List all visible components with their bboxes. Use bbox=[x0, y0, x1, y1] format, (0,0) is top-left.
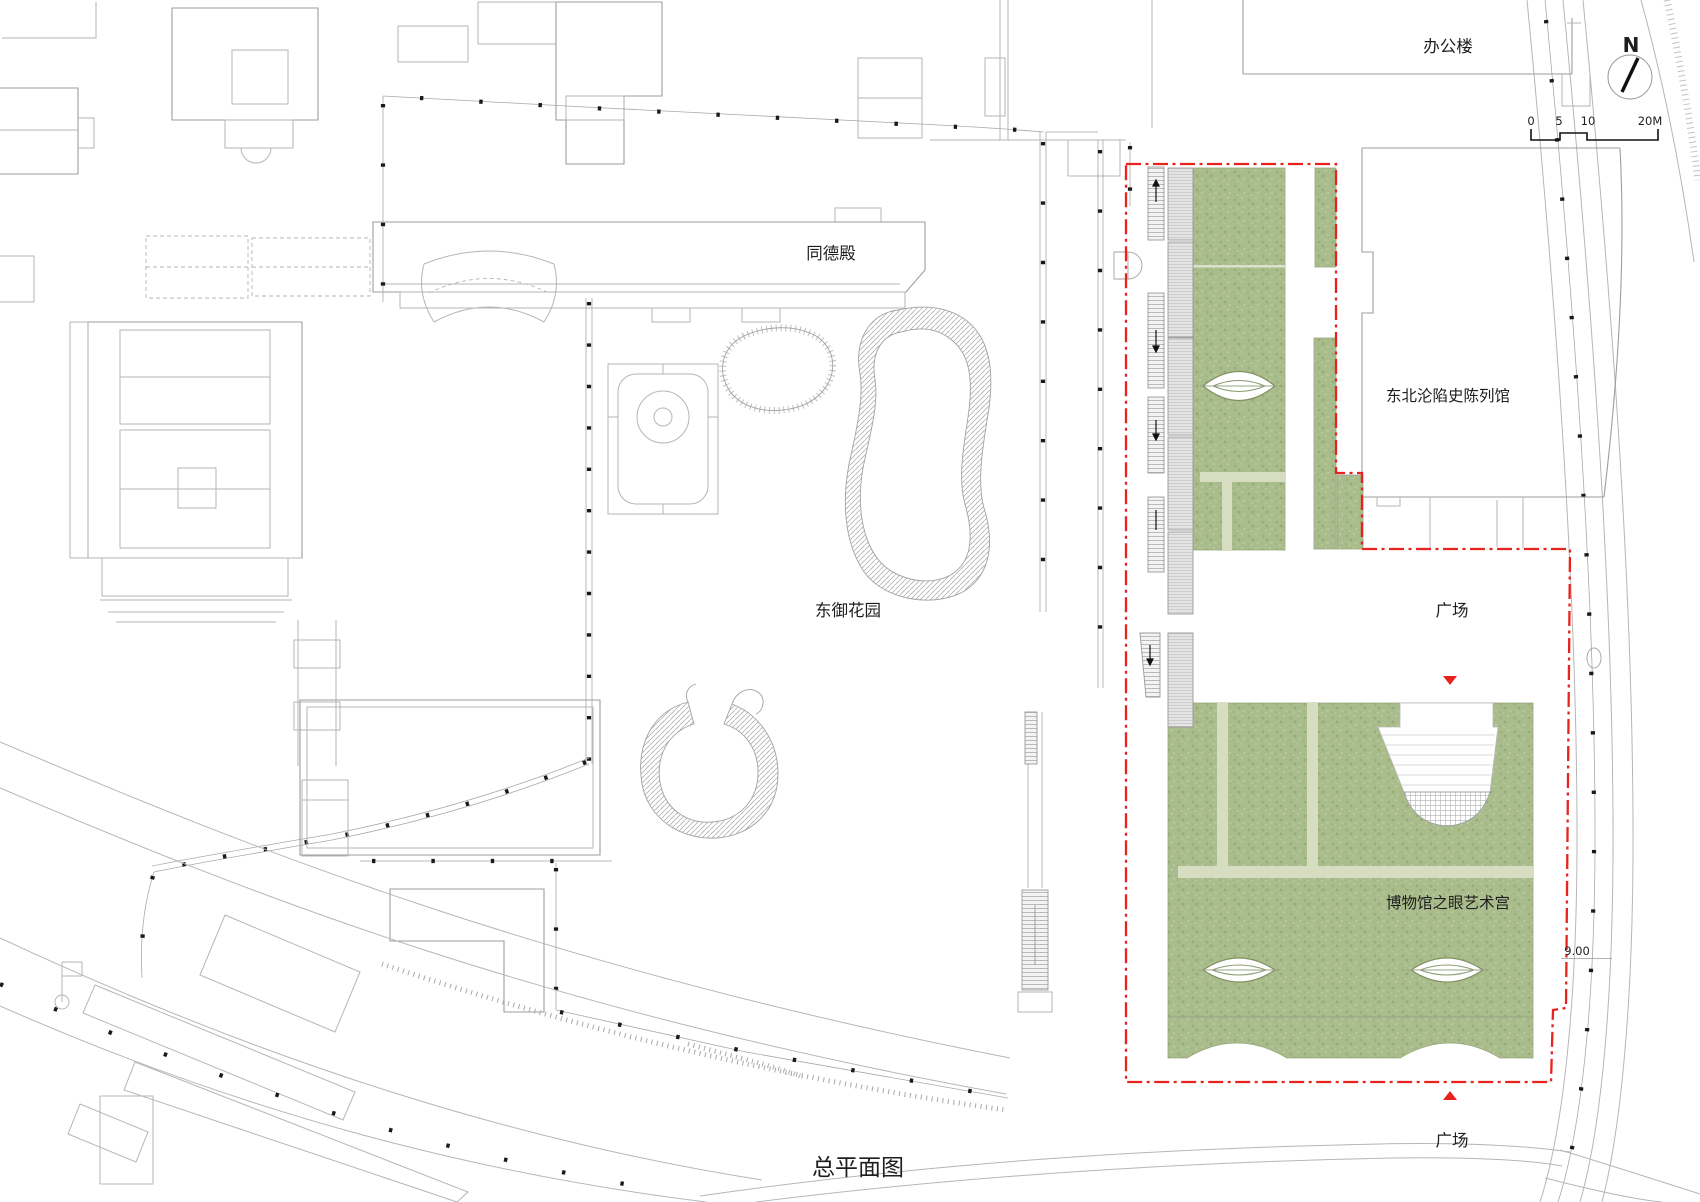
eye-skylight-southwest bbox=[1198, 957, 1280, 983]
label-plaza-south: 广场 bbox=[1436, 1131, 1469, 1150]
scale-tick-10: 10 bbox=[1581, 114, 1596, 128]
grid-fan-skylight bbox=[1403, 791, 1491, 827]
roof-path bbox=[1200, 472, 1285, 482]
label-east-imperial-garden: 东御花园 bbox=[815, 601, 881, 620]
scale-tick-5: 5 bbox=[1555, 114, 1562, 128]
plan-labels: 办公楼 同德殿 东御花园 东北沦陷史陈列馆 广场 博物馆之眼艺术宫 广场 9.0… bbox=[806, 37, 1590, 1181]
sunken-entrance bbox=[1377, 702, 1499, 827]
page-title: 总平面图 bbox=[812, 1155, 904, 1181]
scale-tick-0: 0 bbox=[1527, 114, 1534, 128]
north-arrow: N bbox=[1607, 33, 1653, 100]
exhibition-hall-outline bbox=[1361, 147, 1623, 549]
north-letter: N bbox=[1623, 33, 1640, 57]
entry-arrow-up bbox=[1443, 1091, 1457, 1100]
office-building-outline bbox=[1242, 0, 1591, 107]
label-office-building: 办公楼 bbox=[1423, 37, 1473, 56]
scale-tick-20m: 20M bbox=[1638, 114, 1663, 128]
compass-needle bbox=[1620, 57, 1640, 93]
palace-complex-linework bbox=[0, 0, 1571, 1202]
site-boundary-line bbox=[1124, 162, 1612, 1100]
scale-bar: 0 5 10 20M bbox=[1527, 114, 1663, 141]
eye-skylight-upper bbox=[1200, 370, 1278, 402]
stairs-and-panels bbox=[1017, 166, 1194, 1013]
label-tongde-hall: 同德殿 bbox=[806, 244, 856, 263]
label-plaza-middle: 广场 bbox=[1436, 601, 1469, 620]
label-museum-eye-art-palace: 博物馆之眼艺术宫 bbox=[1386, 894, 1510, 912]
museum-green-roof bbox=[1166, 167, 1534, 1059]
eye-skylight-southeast bbox=[1406, 957, 1488, 983]
entry-arrow-down bbox=[1443, 676, 1457, 685]
street-and-railway-lines bbox=[1526, 0, 1700, 1202]
label-elevation: 9.00 bbox=[1564, 944, 1590, 958]
label-exhibition-hall: 东北沦陷史陈列馆 bbox=[1386, 387, 1510, 405]
